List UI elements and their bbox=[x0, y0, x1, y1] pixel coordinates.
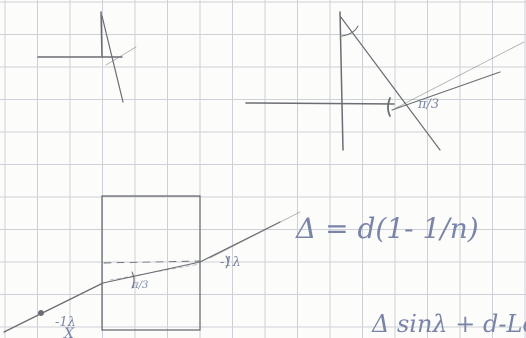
fig3-exit-ray-faint bbox=[209, 211, 301, 259]
fig3-angle-arc-exit bbox=[225, 255, 229, 269]
fig3-inner-dashed bbox=[109, 263, 201, 281]
fig3-ext-dashed bbox=[63, 282, 104, 303]
fig3-slab bbox=[101, 195, 201, 331]
fig1-ray bbox=[101, 15, 124, 103]
fig3-angle-arc-inner bbox=[131, 271, 135, 289]
equation-2: Δ sinλ + d-Lc bbox=[371, 310, 526, 338]
fig3-exit-angle-label: -1λ bbox=[220, 255, 241, 270]
fig2-faint-ray bbox=[395, 41, 525, 109]
figure-3-glass-slab bbox=[3, 195, 301, 333]
fig2-vertical-axis bbox=[339, 11, 344, 151]
fig1-faint-ray bbox=[105, 46, 137, 66]
fig3-inner-angle-label: π/3 bbox=[131, 280, 148, 291]
fig3-entry-angle-label: -1λ bbox=[55, 315, 76, 330]
equation-1: Δ = d(1- 1/n) bbox=[295, 212, 479, 245]
x-mark: X bbox=[63, 326, 75, 338]
handwritten-labels: Δ = d(1- 1/n) Δ sinλ + d-Lc π/3 -1λ -1λ … bbox=[55, 97, 526, 338]
fig1-vertical-axis bbox=[100, 11, 103, 57]
figure-2-refraction-sketch bbox=[245, 11, 525, 151]
fig2-angle-arc-bottom bbox=[387, 97, 391, 117]
fig3-point bbox=[38, 310, 44, 316]
fig2-angle-label: π/3 bbox=[417, 97, 439, 112]
fig2-incident-ray bbox=[339, 15, 441, 151]
fig2-angle-arc-top bbox=[341, 25, 359, 37]
fig3-dashed-normal bbox=[103, 260, 201, 264]
fig2-horizontal-axis bbox=[245, 102, 395, 105]
fig2-refracted-ray bbox=[391, 71, 501, 111]
figure-1-refraction-sketch bbox=[37, 11, 137, 103]
